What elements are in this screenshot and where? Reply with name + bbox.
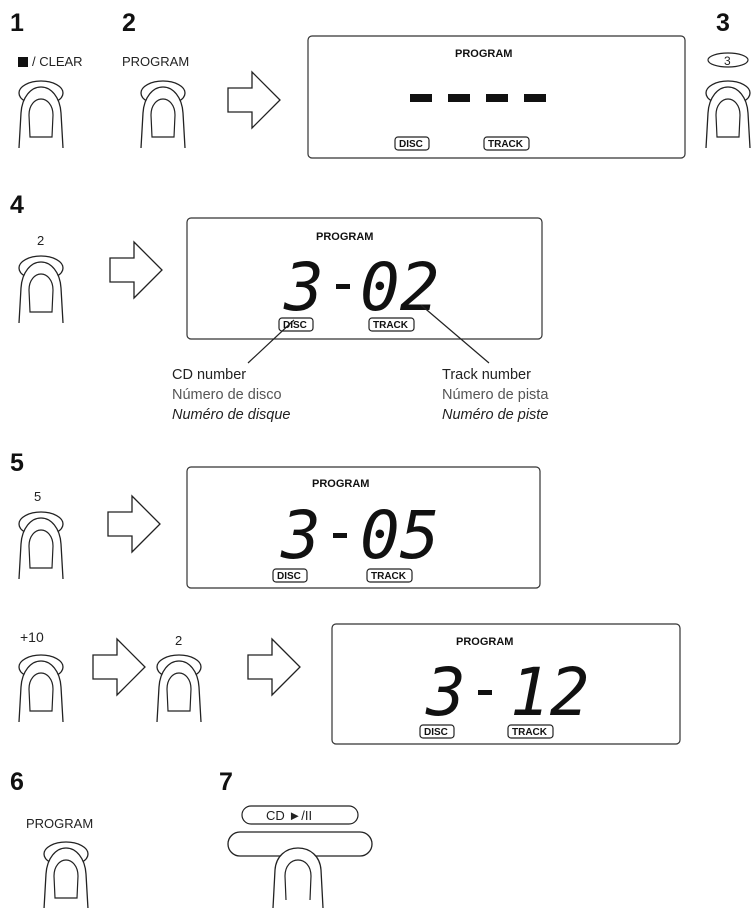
key-2-finger[interactable] bbox=[18, 255, 64, 324]
lcd-program-title: PROGRAM bbox=[312, 478, 369, 490]
right-arrow-icon bbox=[247, 638, 301, 696]
cd-play-pause-label-pill bbox=[241, 805, 359, 825]
track-number-caption-fr: Numéro de piste bbox=[442, 407, 548, 423]
lcd-dash-segment bbox=[410, 94, 432, 102]
step-7-number: 7 bbox=[219, 768, 233, 796]
lcd-track-digits: 12 bbox=[510, 654, 589, 731]
right-arrow-icon bbox=[109, 241, 163, 299]
track-number-caption-en: Track number bbox=[442, 367, 531, 383]
lcd-display-3: PROGRAM 3 05 DISC TRACK bbox=[186, 466, 541, 589]
lcd-dash-segment bbox=[478, 690, 492, 695]
lcd-disc-label: DISC bbox=[283, 320, 307, 331]
step-1-number: 1 bbox=[10, 9, 24, 37]
lcd-program-title: PROGRAM bbox=[316, 231, 373, 243]
stop-icon bbox=[18, 57, 28, 67]
program-button-label-6: PROGRAM bbox=[26, 816, 93, 831]
clear-button-finger[interactable] bbox=[18, 80, 64, 149]
cd-number-caption-en: CD number bbox=[172, 367, 246, 383]
lcd-disc-digit: 3 bbox=[283, 249, 324, 326]
program-button-finger-6[interactable] bbox=[43, 841, 89, 908]
key-2-label: 2 bbox=[37, 233, 44, 248]
lcd-dash-segment bbox=[486, 94, 508, 102]
cd-play-pause-label: CD ►/II bbox=[266, 808, 312, 823]
lcd-disc-digit: 3 bbox=[280, 497, 321, 574]
lcd-display-2: PROGRAM 3 02 DISC TRACK bbox=[186, 217, 543, 340]
key-5-label: 5 bbox=[34, 489, 41, 504]
key-2b-label: 2 bbox=[175, 633, 182, 648]
right-arrow-icon bbox=[227, 71, 281, 129]
key-plus10-finger[interactable] bbox=[18, 654, 64, 723]
lcd-track-label: TRACK bbox=[371, 571, 407, 582]
track-number-leader bbox=[420, 304, 490, 364]
step-2-number: 2 bbox=[122, 9, 136, 37]
step-5-number: 5 bbox=[10, 449, 24, 477]
lcd-dash-segment bbox=[524, 94, 546, 102]
lcd-track-label: TRACK bbox=[488, 139, 524, 150]
lcd-display-1: PROGRAM DISC TRACK bbox=[307, 35, 686, 159]
key-plus10-label: +10 bbox=[20, 629, 44, 645]
cd-number-caption-fr: Numéro de disque bbox=[172, 407, 291, 423]
step-3-number: 3 bbox=[716, 9, 730, 37]
lcd-track-label: TRACK bbox=[512, 727, 548, 738]
lcd-disc-label: DISC bbox=[399, 139, 423, 150]
lcd-disc-label: DISC bbox=[277, 571, 301, 582]
lcd-display-4: PROGRAM 3 12 DISC TRACK bbox=[331, 623, 681, 745]
lcd-program-title: PROGRAM bbox=[456, 636, 513, 648]
right-arrow-icon bbox=[92, 638, 146, 696]
step-6-number: 6 bbox=[10, 768, 24, 796]
key-3-finger[interactable] bbox=[705, 80, 751, 149]
clear-button-label: / CLEAR bbox=[32, 54, 83, 69]
lcd-dash-segment bbox=[333, 533, 347, 538]
program-button-label: PROGRAM bbox=[122, 54, 189, 69]
lcd-dash-segment bbox=[448, 94, 470, 102]
key-3-label: 3 bbox=[724, 54, 731, 68]
cd-number-caption-es: Número de disco bbox=[172, 387, 282, 403]
step-4-number: 4 bbox=[10, 191, 24, 219]
lcd-dash-segment bbox=[336, 284, 350, 289]
lcd-program-title: PROGRAM bbox=[455, 48, 512, 60]
lcd-disc-digit: 3 bbox=[425, 654, 466, 731]
key-2b-finger[interactable] bbox=[156, 654, 202, 723]
key-5-finger[interactable] bbox=[18, 511, 64, 580]
cd-play-pause-button[interactable] bbox=[227, 831, 373, 908]
cd-number-leader bbox=[247, 319, 295, 364]
lcd-track-digits: 05 bbox=[360, 497, 439, 574]
lcd-track-digits: 02 bbox=[360, 249, 439, 326]
lcd-track-label: TRACK bbox=[373, 320, 409, 331]
right-arrow-icon bbox=[107, 495, 161, 553]
program-button-finger[interactable] bbox=[140, 80, 186, 149]
lcd-disc-label: DISC bbox=[424, 727, 448, 738]
track-number-caption-es: Número de pista bbox=[442, 387, 549, 403]
